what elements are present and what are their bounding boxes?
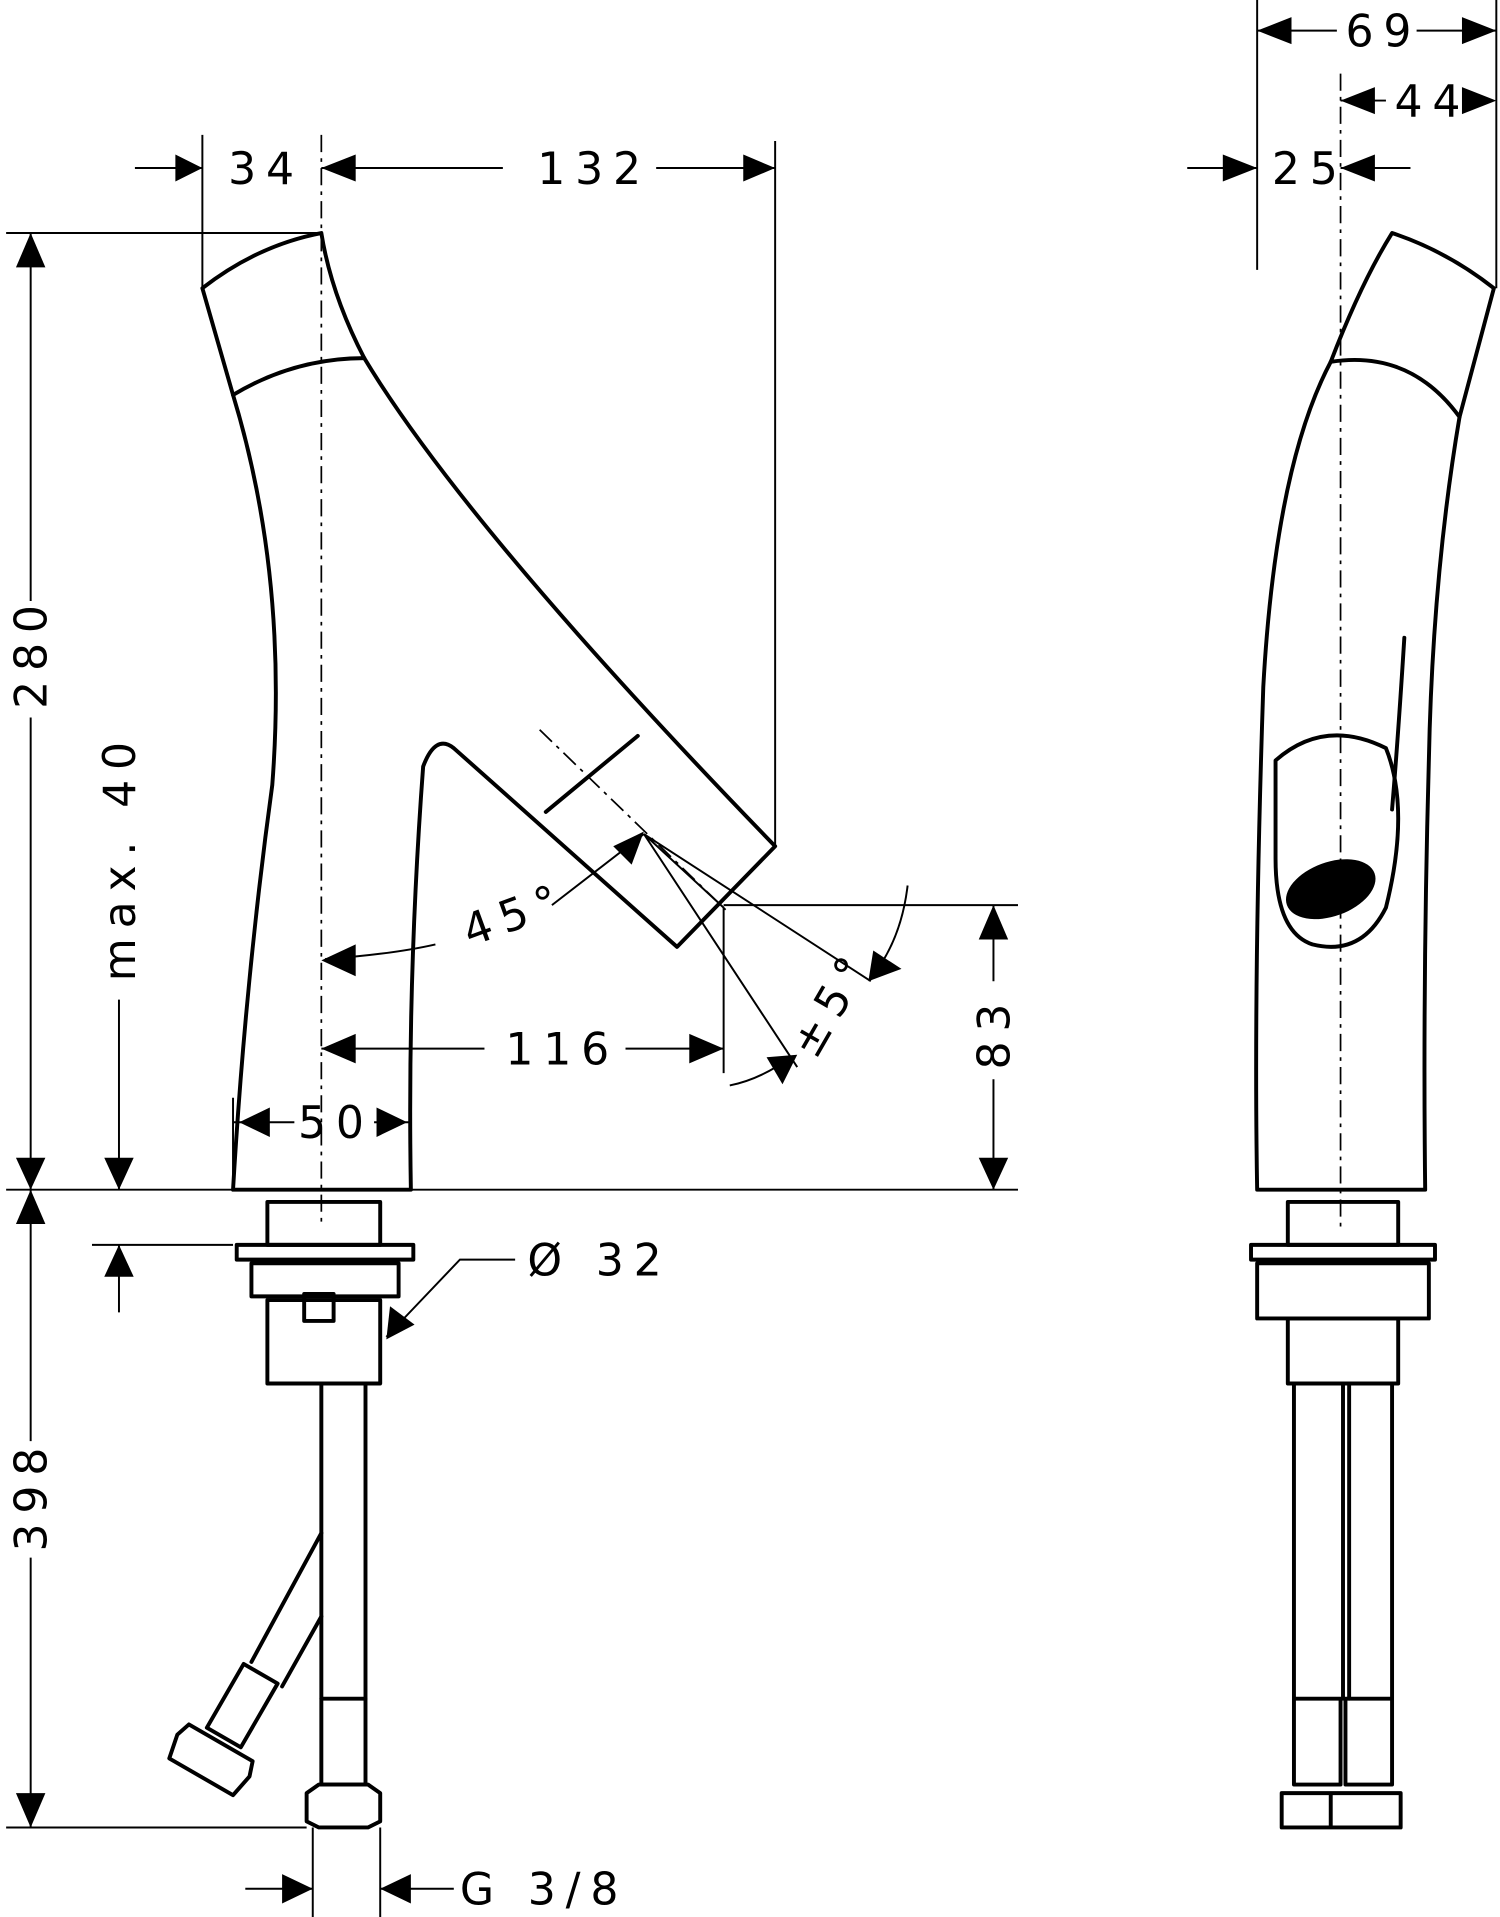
- dim-25: 25: [1272, 144, 1348, 195]
- dim-44: 44: [1395, 77, 1471, 128]
- dim-132: 132: [537, 144, 651, 195]
- dim-280: 280: [7, 595, 58, 709]
- dim-116: 116: [505, 1025, 619, 1076]
- side-view-faucet: [1249, 231, 1496, 1830]
- front-view-faucet: [167, 231, 778, 1830]
- thread-g38: G 3/8: [460, 1865, 628, 1916]
- dim-50: 50: [298, 1098, 374, 1149]
- dim-398: 398: [7, 1438, 58, 1552]
- angle-5: ±5°: [781, 940, 883, 1066]
- dimension-arrows: [15, 17, 1497, 1904]
- dim-max-40: max. 40: [95, 732, 146, 981]
- dia-32: Ø 32: [527, 1236, 671, 1287]
- dim-69: 69: [1345, 7, 1421, 58]
- dim-83: 83: [969, 994, 1020, 1070]
- dim-34: 34: [228, 144, 304, 195]
- pull-out-spray-head: [1285, 859, 1376, 920]
- angle-45: 45°: [456, 872, 575, 957]
